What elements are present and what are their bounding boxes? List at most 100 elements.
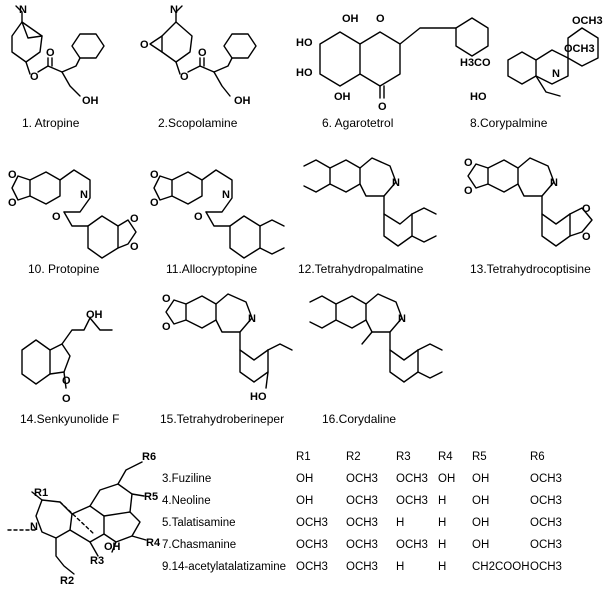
table-row: 7.Chasmanine OCH3 OCH3 OCH3 H OH OCH3 [162,534,580,556]
caption-tetrahydroberineper: 15.Tetrahydroberineper [160,412,285,426]
atom-o: O [52,211,61,223]
atom-oh: OH [104,541,121,553]
caption-allocryptopine: 11.Allocryptopine [166,262,258,276]
atom-o: O [30,71,39,83]
atom-oh: OH [334,91,351,103]
table-row: 9.14-acetylatalatizamine OCH3 OCH3 H H C… [162,556,580,578]
cell-r6: OCH3 [530,495,562,507]
atom-och3: OCH3 [564,43,595,55]
atom-o: O [180,71,189,83]
row-name: 5.Talatisamine [162,517,236,529]
cell-r5: OH [472,539,490,551]
structure-scopolamine: N O O O OH [140,4,257,107]
atom-o: O [150,197,159,209]
caption-senkyunolide-f: 14.Senkyunolide F [20,412,120,426]
row-name: 7.Chasmanine [162,539,237,551]
atom-o: O [376,13,385,25]
atom-o: O [162,321,171,333]
cell-r3: OCH3 [396,539,428,551]
atom-ho: HO [470,91,487,103]
cell-r4: OH [438,473,456,485]
header-r3: R3 [396,451,411,463]
atom-o: O [62,375,71,387]
structure-tetrahydropalmatine: N [303,157,437,247]
cell-r2: OCH3 [346,495,378,507]
structure-allocryptopine: N O O O [150,169,285,259]
atom-oh: OH [82,95,99,107]
caption-atropine: 1. Atropine [22,116,80,130]
atom-r6: R6 [142,451,156,463]
atom-och3: OCH3 [572,15,603,27]
structure-corypalmine: N OCH3 OCH3 H3CO HO [460,15,603,103]
atom-r4: R4 [146,537,161,549]
structure-corydaline: N [309,293,443,383]
cell-r3: H [396,517,405,529]
cell-r1: OCH3 [296,517,328,529]
atom-r3: R3 [90,555,104,567]
cell-r6: OCH3 [530,517,562,529]
caption-scopolamine: 2.Scopolamine [158,116,238,130]
atom-o: O [582,203,591,215]
caption-protopine: 10. Protopine [28,262,100,276]
atom-n: N [248,313,256,325]
atom-o: O [464,157,473,169]
atom-oh: OH [86,309,103,321]
cell-r1: OH [296,473,314,485]
atom-o: O [46,47,55,59]
atom-o: O [582,231,591,243]
caption-corydaline: 16.Corydaline [322,412,397,426]
substituent-table: R1 R2 R3 R4 R5 R6 3.Fuziline OH OCH3 OCH… [162,446,580,578]
cell-r1: OH [296,495,314,507]
atom-o: O [62,393,71,405]
cell-r5: OH [472,495,490,507]
cell-r6: OCH3 [530,539,562,551]
atom-n: N [222,189,230,201]
cell-r2: OCH3 [346,539,378,551]
caption-tetrahydropalmatine: 12.Tetrahydropalmatine [298,262,424,276]
cell-r1: OCH3 [296,539,328,551]
atom-o: O [130,213,139,225]
cell-r3: H [396,561,405,573]
structure-tetrahydrocoptisine: N O O O O [464,157,593,247]
caption-agarotetrol: 6. Agarotetrol [322,116,394,130]
atom-n: N [392,177,400,189]
atom-r5: R5 [144,491,158,503]
cell-r6: OCH3 [530,473,562,485]
cell-r5: CH2COOH [472,561,530,573]
row-name: 4.Neoline [162,495,211,507]
atom-n: N [80,189,88,201]
atom-n: N [550,177,558,189]
table-row: 5.Talatisamine OCH3 OCH3 H H OH OCH3 [162,512,580,534]
header-name [162,446,296,468]
cell-r4: H [438,539,447,551]
atom-o: O [8,197,17,209]
atom-r2: R2 [60,575,74,587]
cell-r2: OCH3 [346,473,378,485]
atom-o: O [464,185,473,197]
cell-r4: H [438,495,447,507]
header-r2: R2 [346,451,361,463]
table-row: 4.Neoline OH OCH3 OCH3 H OH OCH3 [162,490,580,512]
atom-o: O [378,101,387,113]
cell-r6: OCH3 [530,561,562,573]
structure-tetrahydroberineper: N O O HO [162,293,293,403]
cell-r1: OCH3 [296,561,328,573]
atom-h3co: H3CO [460,57,491,69]
atom-o: O [150,169,159,181]
header-r5: R5 [472,451,487,463]
atom-n: N [398,313,406,325]
row-name: 9.14-acetylatalatizamine [162,561,287,573]
caption-corypalmine: 8.Corypalmine [470,116,548,130]
atom-o: O [140,39,149,51]
caption-tetrahydrocoptisine: 13.Tetrahydrocoptisine [470,262,591,276]
cell-r3: OCH3 [396,473,428,485]
atom-oh: OH [342,13,359,25]
atom-ho: HO [296,37,313,49]
structure-diterpenoid-skeleton: N R1 R2 R3 R4 R5 R6 OH [7,451,161,587]
atom-o: O [130,241,139,253]
atom-n: N [19,4,27,16]
cell-r2: OCH3 [346,561,378,573]
cell-r3: OCH3 [396,495,428,507]
atom-o: O [162,293,171,305]
